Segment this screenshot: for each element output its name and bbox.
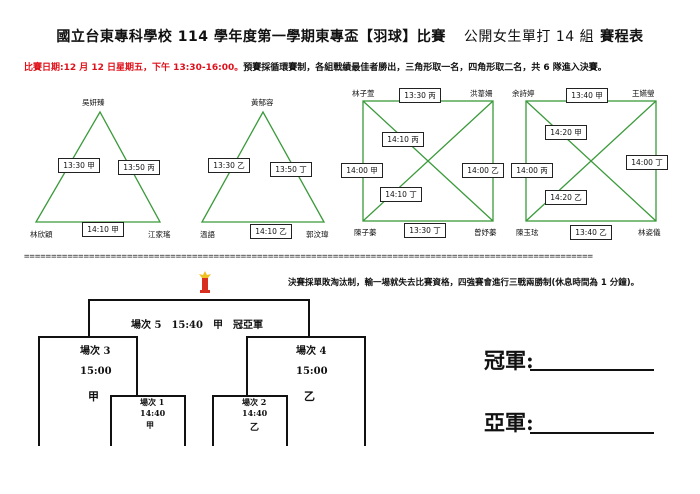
- final-rule: 決賽採單敗淘汰制，輸一場就失去比賽資格，四強賽會進行三戰兩勝制(休息時間為 1 …: [288, 278, 640, 288]
- match-info: 比賽日期:12 月 12 日星期五，下午 13:30-16:00。預賽採循環賽制…: [24, 60, 607, 73]
- prelim-rule: 預賽採循環賽制，各組戰績最佳者勝出，三角形取一名，四角形取二名，共 6 隊進入決…: [243, 63, 607, 73]
- semi4-time: 15:00: [296, 366, 328, 377]
- group-d-match-right: 14:00 丁: [626, 155, 668, 170]
- match2-title: 場次 2: [242, 397, 267, 407]
- group-d-br-player: 林姿儀: [638, 228, 661, 237]
- bracket-semi3-top: [38, 336, 138, 338]
- group-c-tl-player: 林子萱: [352, 89, 375, 98]
- group-b-match-right: 13:50 丁: [270, 162, 312, 177]
- group-c-match-diag2: 14:10 丁: [380, 187, 422, 202]
- group-c-match-right: 14:00 乙: [462, 163, 504, 178]
- group-b-top-player: 黃郁容: [251, 98, 274, 107]
- final-match: 場次 5 15:40 甲 冠亞軍: [131, 320, 263, 331]
- match1-court: 甲: [146, 420, 154, 430]
- group-d-match-diag2: 14:20 乙: [545, 190, 587, 205]
- group-c-match-top: 13:30 丙: [399, 88, 441, 103]
- match2-court: 乙: [250, 423, 260, 433]
- match2-time: 14:40: [242, 408, 268, 418]
- section-divider: ========================================…: [24, 252, 593, 262]
- champion-line: [530, 369, 654, 371]
- semi3-title: 場次 3: [80, 346, 111, 357]
- page-title: 國立台東專科學校 114 學年度第一學期東專盃【羽球】比賽 公開女生單打 14 組…: [0, 26, 700, 46]
- group-a-left-player: 林欣穎: [30, 230, 53, 239]
- group-c-square: [362, 100, 494, 222]
- group-a-top-player: 吳妍臻: [82, 98, 105, 107]
- semi4-court: 乙: [304, 390, 315, 403]
- champion-label: 冠軍:: [484, 348, 534, 373]
- runner-up-line: [530, 432, 654, 434]
- group-c-br-player: 曾妤蓁: [474, 228, 497, 237]
- group-a-match-left: 13:30 甲: [58, 158, 100, 173]
- title-subtitle: 公開女生單打 14 組: [463, 29, 595, 45]
- group-d-tr-player: 王嬿瑩: [632, 89, 655, 98]
- bracket-m2-top: [212, 395, 288, 397]
- bracket-final-top: [88, 299, 310, 301]
- semi3-court: 甲: [88, 390, 99, 403]
- group-d-match-left: 14:00 丙: [511, 163, 553, 178]
- group-c-match-left: 14:00 甲: [341, 163, 383, 178]
- title-tail: 賽程表: [600, 29, 644, 45]
- semi3-time: 15:00: [80, 366, 112, 377]
- match1-title: 場次 1: [140, 397, 165, 407]
- bracket-m1-top: [110, 395, 186, 397]
- group-d-match-diag1: 14:20 甲: [545, 125, 587, 140]
- match-date: 比賽日期:12 月 12 日星期五，下午 13:30-16:00。: [24, 63, 244, 73]
- group-a-match-right: 13:50 丙: [118, 160, 160, 175]
- group-b-match-left: 13:30 乙: [208, 158, 250, 173]
- group-d-match-top: 13:40 甲: [566, 88, 608, 103]
- trophy-icon: [199, 271, 211, 293]
- group-c-tr-player: 洪葦姍: [470, 89, 493, 98]
- group-d-bl-player: 陳玉玹: [516, 228, 539, 237]
- group-d-tl-player: 余詩婷: [512, 89, 535, 98]
- group-b-match-bottom: 14:10 乙: [250, 224, 292, 239]
- group-c-bl-player: 陳子蓁: [354, 228, 377, 237]
- match1-time: 14:40: [140, 408, 166, 418]
- group-c-match-bottom: 13:30 丁: [404, 223, 446, 238]
- runner-up-label: 亞軍:: [484, 410, 534, 435]
- group-c-match-diag1: 14:10 丙: [382, 132, 424, 147]
- group-b-right-player: 郭汶瑋: [306, 230, 329, 239]
- title-main: 國立台東專科學校 114 學年度第一學期東專盃【羽球】比賽: [56, 29, 446, 45]
- bracket-semi4-top: [246, 336, 366, 338]
- group-a-match-bottom: 14:10 甲: [82, 222, 124, 237]
- group-a-right-player: 江家瑤: [148, 230, 171, 239]
- group-d-match-bottom: 13:40 乙: [570, 225, 612, 240]
- group-b-left-player: 溫語: [200, 230, 215, 239]
- semi4-title: 場次 4: [296, 346, 327, 357]
